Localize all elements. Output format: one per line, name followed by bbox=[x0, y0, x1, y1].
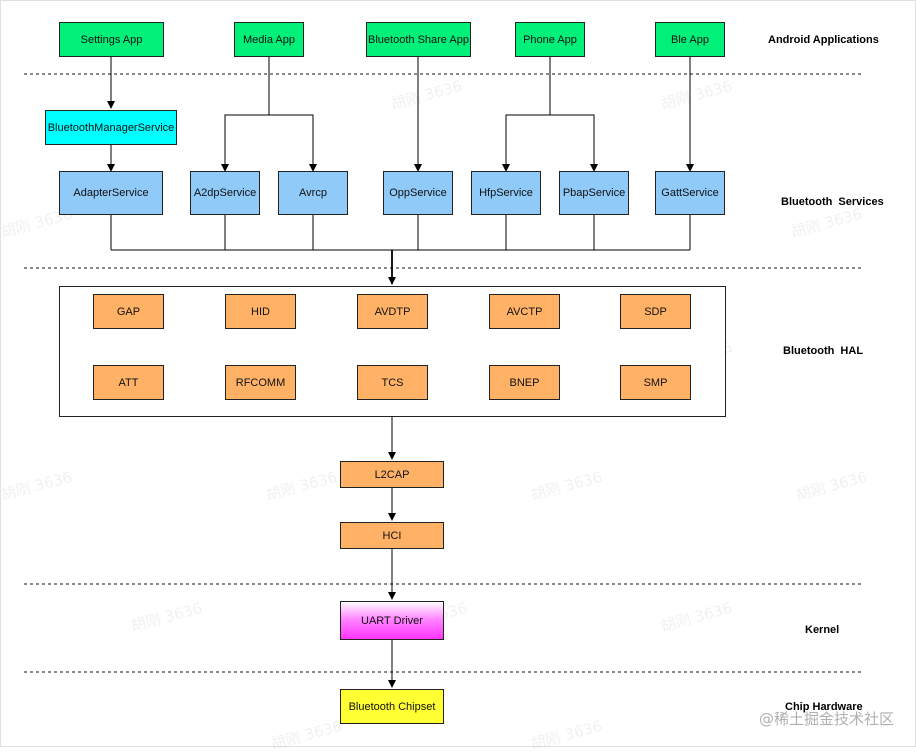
smp-box: SMP bbox=[620, 365, 691, 400]
att-box: ATT bbox=[93, 365, 164, 400]
rfcomm-box: RFCOMM bbox=[225, 365, 296, 400]
layer-label-kernel: Kernel bbox=[805, 624, 840, 636]
layer-label-bluetooth-services: Bluetooth Services bbox=[781, 196, 884, 208]
gatt-service-box: GattService bbox=[655, 171, 725, 215]
avrcp-box: Avrcp bbox=[278, 171, 348, 215]
ble-app-box: Ble App bbox=[655, 22, 725, 57]
bluetooth-share-app-box: Bluetooth Share App bbox=[366, 22, 471, 57]
layer-label-bluetooth-hal: Bluetooth HAL bbox=[783, 345, 864, 357]
layer-label-chip-hardware: Chip Hardware bbox=[785, 701, 863, 713]
gap-box: GAP bbox=[93, 294, 164, 329]
sdp-box: SDP bbox=[620, 294, 691, 329]
adapter-service-box: AdapterService bbox=[59, 171, 163, 215]
opp-service-box: OppService bbox=[383, 171, 453, 215]
hfp-service-box: HfpService bbox=[471, 171, 541, 215]
pbap-service-box: PbapService bbox=[559, 171, 629, 215]
uart-driver-box: UART Driver bbox=[340, 601, 444, 640]
a2dp-service-box: A2dpService bbox=[190, 171, 260, 215]
media-app-box: Media App bbox=[234, 22, 304, 57]
avctp-box: AVCTP bbox=[489, 294, 560, 329]
bluetooth-manager-service-box: BluetoothManagerService bbox=[45, 110, 177, 145]
hid-box: HID bbox=[225, 294, 296, 329]
bluetooth-chipset-box: Bluetooth Chipset bbox=[340, 689, 444, 724]
l2cap-box: L2CAP bbox=[340, 461, 444, 488]
site-credit: @稀土掘金技术社区 bbox=[758, 710, 894, 728]
bnep-box: BNEP bbox=[489, 365, 560, 400]
settings-app-box: Settings App bbox=[59, 22, 164, 57]
avdtp-box: AVDTP bbox=[357, 294, 428, 329]
tcs-box: TCS bbox=[357, 365, 428, 400]
layer-label-android-applications: Android Applications bbox=[768, 34, 879, 46]
phone-app-box: Phone App bbox=[515, 22, 585, 57]
hci-box: HCI bbox=[340, 522, 444, 549]
